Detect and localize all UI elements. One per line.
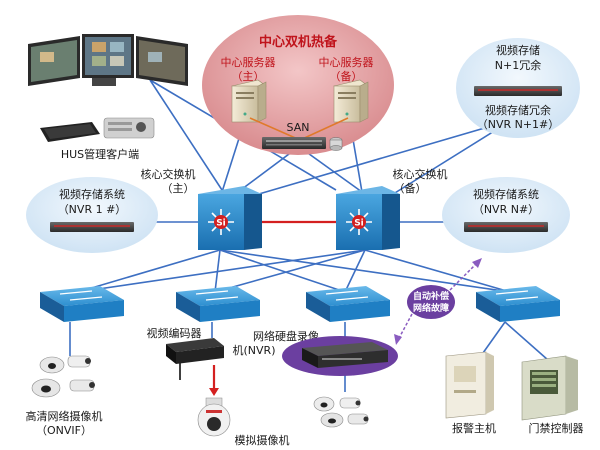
switch-arrows-icon (495, 290, 539, 301)
nvr-n-unit[interactable] (464, 222, 548, 232)
nvr-line1: 网络硬盘录像 (253, 329, 319, 343)
analog-arrow (209, 388, 219, 396)
core-switch-backup[interactable]: Si (336, 186, 400, 250)
analog-ptz-camera[interactable] (197, 397, 231, 437)
san-label: SAN (287, 121, 310, 134)
switch-arrows-icon (325, 290, 369, 301)
nvr-camera-group[interactable] (313, 396, 369, 428)
hd-camera-line1: 高清网络摄像机 (26, 409, 103, 423)
redundant-storage-line1: 视频存储 (496, 43, 540, 57)
access-switch-2[interactable] (176, 286, 260, 322)
core-main-line2: （主） (162, 182, 195, 195)
access-switch-3[interactable] (306, 286, 390, 322)
server-main[interactable] (231, 79, 267, 123)
access-label: 门禁控制器 (529, 421, 584, 435)
server-backup[interactable] (333, 79, 369, 123)
core-backup-line2: （备） (394, 181, 427, 195)
encoder-label: 视频编码器 (147, 326, 202, 340)
storage-left-zone (26, 177, 158, 253)
analog-camera-label: 模拟摄像机 (235, 433, 290, 447)
san-storage[interactable] (262, 137, 326, 149)
core-backup-chip: Si (354, 219, 364, 229)
video-wall-monitors[interactable] (28, 34, 188, 86)
redundant-storage-line2: N+1冗余 (495, 58, 541, 72)
core-backup-line1: 核心交换机 (393, 167, 448, 181)
hot-standby-title: 中心双机热备 (259, 34, 338, 50)
core-switch-main[interactable]: Si (198, 186, 262, 250)
server-backup-tag: （备） (330, 69, 363, 83)
compensate-arrows (397, 261, 479, 341)
nvr-line2: 机(NVR) (233, 343, 276, 357)
ptz-controller-icon[interactable] (103, 117, 155, 139)
alarm-host[interactable] (445, 351, 494, 419)
alarm-label: 报警主机 (452, 421, 496, 435)
san-links (249, 117, 349, 141)
access-controller[interactable] (521, 355, 578, 421)
video-encoder[interactable] (166, 338, 224, 364)
storage-right-line1: 视频存储系统 (473, 187, 539, 201)
switch-arrows-icon (195, 290, 239, 301)
redundant-storage-line4: （NVR N+1#） (477, 118, 560, 131)
access-switch-4[interactable] (476, 286, 560, 322)
auto-compensate-badge: 自动补偿 网络故障 (407, 285, 455, 319)
hd-camera-line2: （ONVIF） (36, 424, 92, 437)
nvr-1-unit[interactable] (50, 222, 134, 232)
core-main-chip: Si (216, 219, 226, 229)
storage-right-line2: （NVR N#） (473, 203, 539, 216)
compensate-line2: 网络故障 (413, 302, 449, 314)
access-switch-1[interactable] (40, 286, 124, 322)
nvr-device[interactable] (282, 336, 398, 376)
switch-arrows-icon (59, 290, 103, 301)
compensate-arrow-head-down (394, 334, 402, 345)
compensate-line1: 自动补偿 (413, 290, 449, 302)
server-main-tag: （主） (232, 70, 265, 83)
redundant-nvr-unit[interactable] (474, 86, 562, 96)
compensate-arrow-head-up (472, 258, 482, 268)
client-label: HUS管理客户端 (61, 147, 139, 161)
core-main-line1: 核心交换机 (141, 167, 196, 181)
redundant-storage-line3: 视频存储冗余 (485, 103, 551, 117)
keyboard-icon[interactable] (40, 122, 100, 142)
hd-camera-group[interactable] (31, 355, 95, 398)
server-backup-label: 中心服务器 (319, 56, 374, 69)
storage-left-line1: 视频存储系统 (59, 187, 125, 201)
disk-stack-icon (329, 137, 343, 151)
server-main-label: 中心服务器 (221, 56, 276, 69)
storage-right-zone (442, 177, 570, 253)
storage-left-line2: （NVR 1 #） (58, 203, 127, 216)
